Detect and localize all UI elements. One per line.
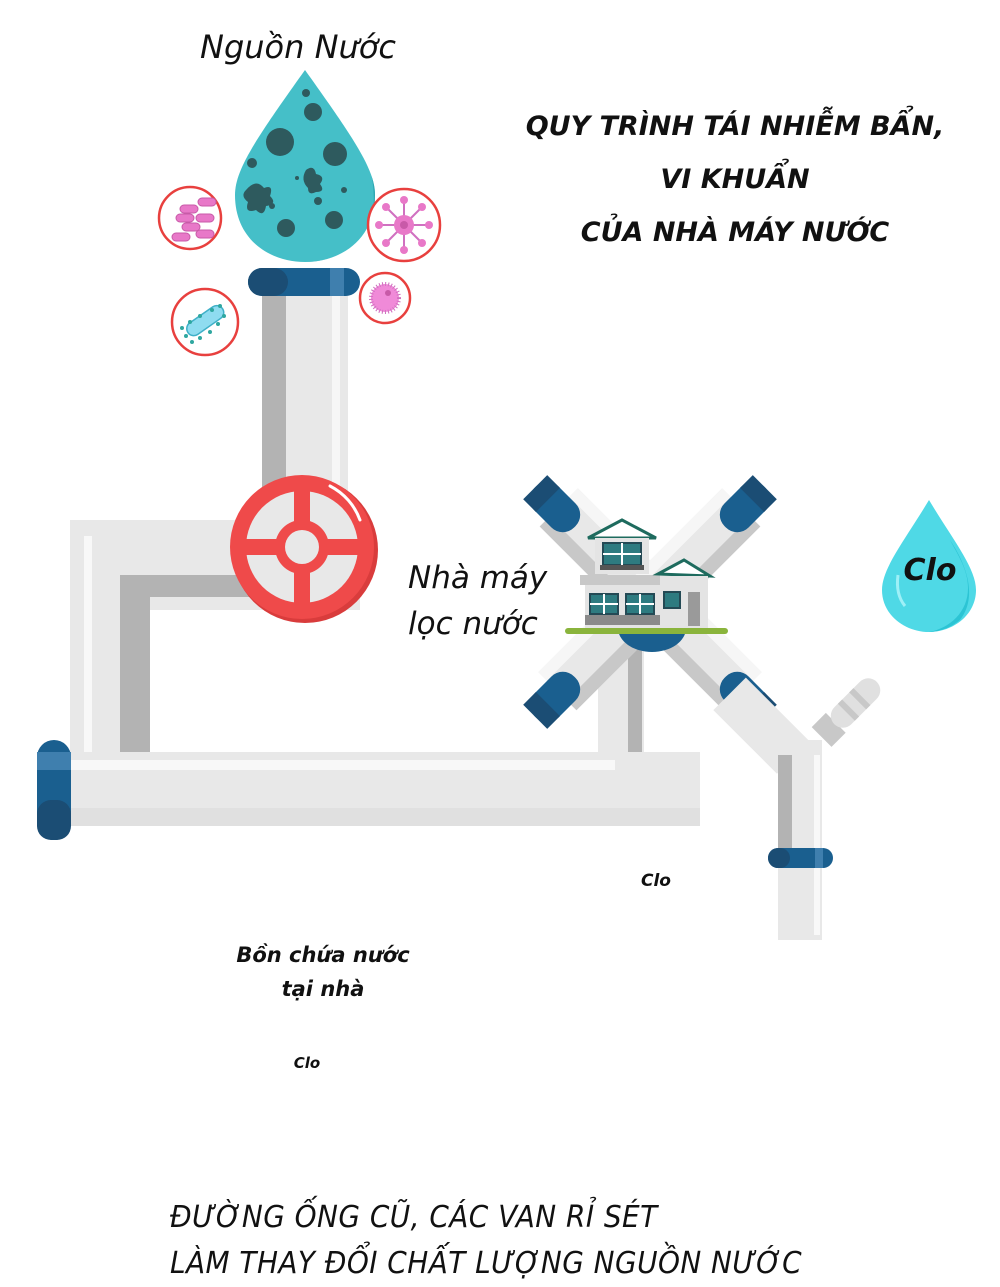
tank-label-line-2: tại nhà [281, 977, 365, 1001]
chlorine-drop-large-icon [882, 500, 976, 632]
filtration-plant-building-icon [565, 518, 728, 634]
chlorine-tank-label: Clo [293, 1054, 321, 1072]
germ-rod-bacterium-icon [170, 287, 240, 357]
germ-spherical-icon [358, 271, 412, 325]
home-tank-label: Bồn chứa nước tại nhà [218, 938, 428, 1006]
germ-bacilli-cluster-icon [157, 185, 223, 251]
pipe-end-cap-left [37, 740, 71, 840]
diagram-title: QUY TRÌNH TÁI NHIỄM BẨN, VI KHUẨN CỦA NH… [500, 100, 970, 259]
plant-flange-bottom-left [523, 671, 581, 729]
filtration-plant-label: Nhà máy lọc nước [408, 555, 547, 647]
footer-line-1: ĐƯỜNG ỐNG CŨ, CÁC VAN RỈ SÉT [170, 1200, 658, 1235]
title-line-2: VI KHUẨN [660, 164, 810, 195]
source-flange [248, 268, 360, 296]
tank-label-line-1: Bồn chứa nước [236, 943, 410, 967]
chlorine-injection-pipe [713, 677, 881, 940]
chlorine-large-label: Clo [903, 553, 957, 588]
footer-caption: ĐƯỜNG ỐNG CŨ, CÁC VAN RỈ SÉT LÀM THAY ĐỔ… [170, 1195, 802, 1287]
dirty-water-drop-icon [235, 70, 375, 262]
plant-label-line-2: lọc nước [408, 606, 538, 642]
valve-wheel-icon[interactable] [230, 475, 378, 623]
plant-flange-top-left [523, 475, 581, 533]
germ-virus-icon [366, 187, 442, 263]
water-source-label: Nguồn Nước [200, 28, 396, 66]
plant-label-line-1: Nhà máy [408, 560, 548, 596]
chlorine-small-label: Clo [641, 871, 671, 891]
title-line-1: QUY TRÌNH TÁI NHIỄM BẨN, [525, 111, 945, 142]
source-pipe [70, 292, 700, 826]
plant-flange-top-right [719, 475, 777, 533]
title-line-3: CỦA NHÀ MÁY NƯỚC [580, 217, 890, 248]
footer-line-2: LÀM THAY ĐỔI CHẤT LƯỢNG NGUỒN NƯỚC [170, 1246, 803, 1281]
